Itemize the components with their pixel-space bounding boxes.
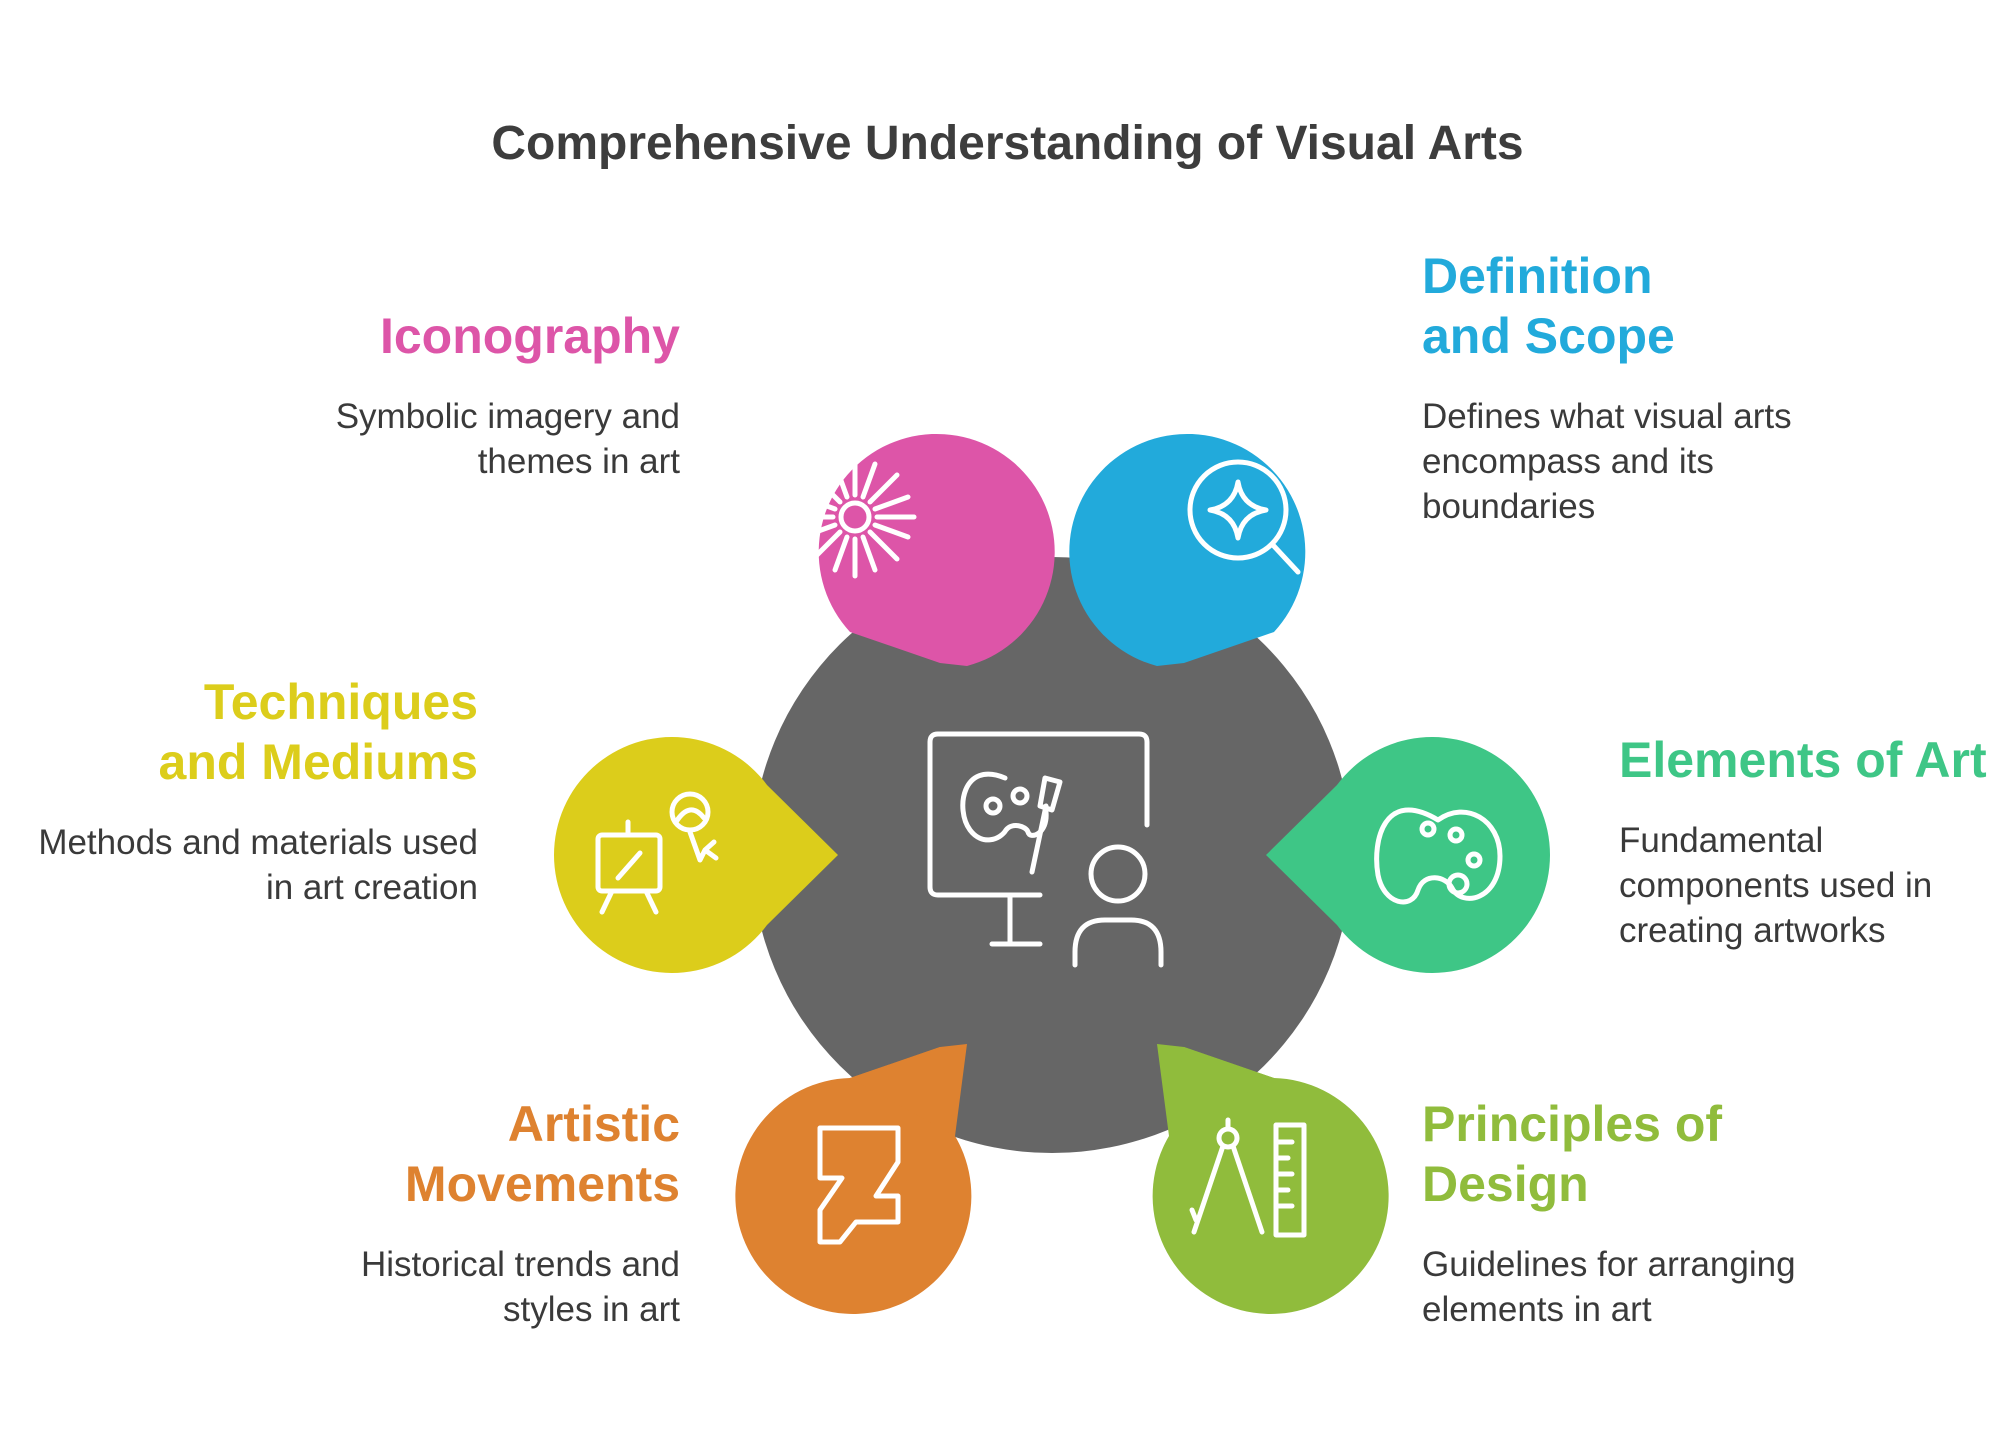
item-description: Guidelines for arranging elements in art [1422,1245,1796,1329]
palette-icon [1374,807,1503,905]
pin-tip-patch [850,1047,955,1136]
item-title: Principles of Design [1422,1096,1723,1212]
label-definition-scope: Definition and Scope Defines what visual… [1422,246,1882,529]
pin-techniques-mediums [554,737,838,974]
item-description: Historical trends and styles in art [360,1245,680,1329]
label-elements-of-art: Elements of Art Fundamental components u… [1619,730,1999,953]
compass-ruler-icon [1189,1117,1307,1238]
abstract-z-icon [817,1125,901,1245]
pin-iconography [793,433,1055,666]
sun-burst-icon [793,455,917,579]
pin-shape [1069,433,1306,666]
diagram-title: Comprehensive Understanding of Visual Ar… [491,117,1524,170]
pin-definition-scope [1069,433,1306,666]
item-description: Symbolic imagery and themes in art [335,397,680,481]
pin-elements-of-art [1266,737,1550,974]
pin-shape [1266,737,1550,974]
label-principles-design: Principles of Design Guidelines for arra… [1422,1094,1882,1332]
artist-at-computer-icon [927,731,1164,968]
magnifier-sparkle-icon [1187,459,1301,575]
pin-tip-patch [1169,1047,1274,1136]
label-techniques-mediums: Techniques and Mediums Methods and mater… [0,672,478,910]
item-title: Iconography [379,308,680,364]
pin-artistic-movements [735,1044,972,1314]
easel-cursor-icon [595,791,719,915]
item-title: Definition and Scope [1422,248,1675,364]
label-iconography: Iconography Symbolic imagery and themes … [160,306,680,484]
center-hub [752,557,1352,1153]
pin-principles-design [1152,1044,1389,1314]
item-description: Defines what visual arts encompass and i… [1422,397,1792,526]
item-description: Fundamental components used in creating … [1619,821,1933,950]
item-title: Elements of Art [1619,732,1987,788]
item-title: Artistic Movements [404,1096,680,1212]
item-title: Techniques and Mediums [158,674,478,790]
label-artistic-movements: Artistic Movements Historical trends and… [160,1094,680,1332]
item-description: Methods and materials used in art creati… [38,823,478,907]
